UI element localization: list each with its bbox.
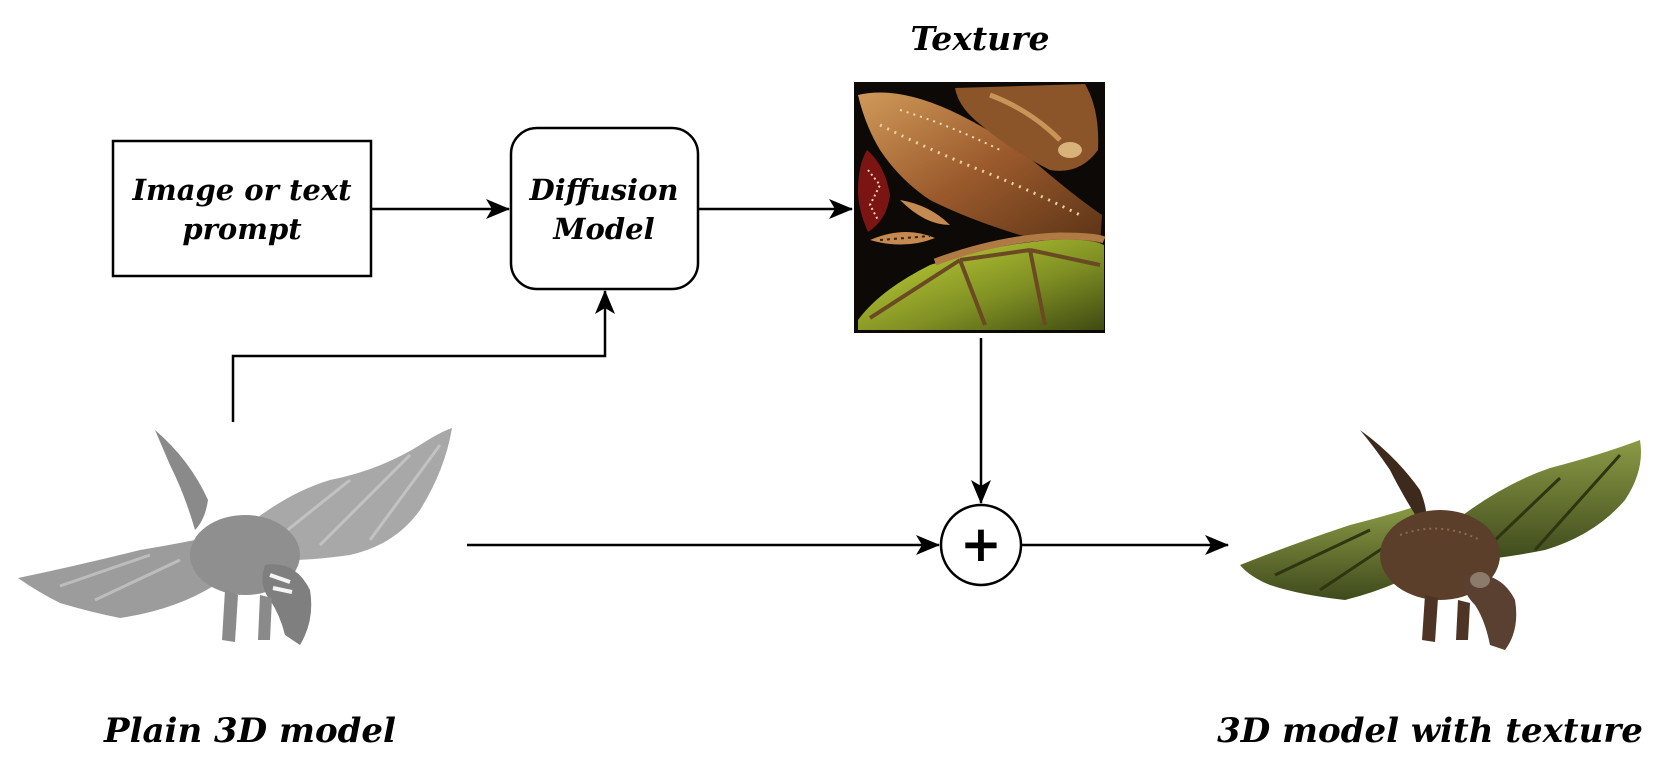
plain-model-label: Plain 3D model <box>103 711 396 751</box>
diffusion-model-node: Diffusion Model <box>509 126 700 291</box>
prompt-node: Image or text prompt <box>111 139 373 278</box>
textured-3d-model-image <box>1240 430 1641 650</box>
combine-plus-symbol: + <box>960 515 1002 573</box>
prompt-label-line1: Image or text <box>131 173 352 207</box>
textured-model-label: 3D model with texture <box>1217 711 1643 751</box>
prompt-box <box>111 139 373 278</box>
prompt-label-line2: prompt <box>182 212 302 246</box>
diffusion-model-box <box>509 126 700 291</box>
diffusion-label-line2: Model <box>552 212 654 246</box>
texture-title: Texture <box>910 19 1049 58</box>
texture-atlas-image <box>854 82 1106 333</box>
arrow-model-to-diffusion <box>231 290 615 422</box>
combine-node: + <box>939 503 1023 587</box>
plain-3d-model-image <box>18 428 452 645</box>
diffusion-label-line1: Diffusion <box>528 173 678 207</box>
